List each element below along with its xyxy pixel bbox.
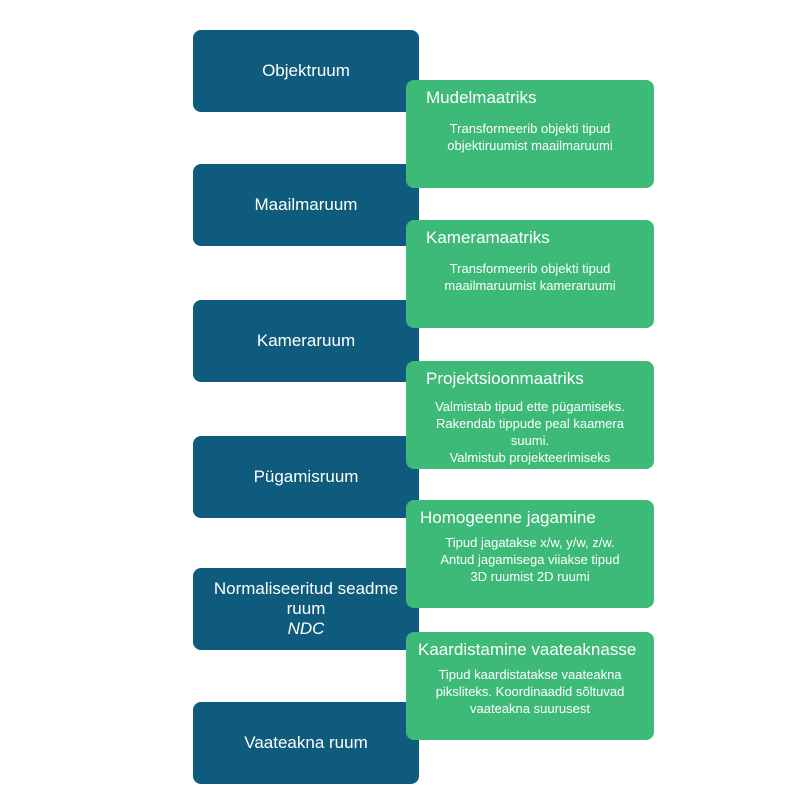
transform-box-homogeneous-divide: Homogeenne jagamine Tipud jagatakse x/w,… (406, 500, 654, 608)
transform-description: Tipud kaardistatakse vaateakna pikslitek… (435, 667, 625, 716)
space-box-world: Maailmaruum (193, 164, 419, 246)
transform-title: Projektsioonmaatriks (426, 369, 584, 388)
space-label: Normaliseeritud seadme ruum (213, 579, 399, 618)
transform-description: Tipud jagatakse x/w, y/w, z/w. Antud jag… (440, 535, 620, 584)
transform-title: Homogeenne jagamine (420, 508, 596, 527)
transform-title: Mudelmaatriks (426, 88, 537, 107)
space-label: Kameraruum (256, 331, 356, 350)
transform-description: Valmistab tipud ette pügamiseks. Rakenda… (435, 399, 625, 482)
transform-box-model-matrix: Mudelmaatriks Transformeerib objekti tip… (406, 80, 654, 188)
space-box-camera: Kameraruum (193, 300, 419, 382)
space-box-ndc: Normaliseeritud seadme ruum NDC (193, 568, 419, 650)
transform-description: Transformeerib objekti tipud objektiruum… (447, 121, 613, 153)
space-label: Pügamisruum (253, 467, 359, 486)
transform-title: Kameramaatriks (426, 228, 550, 247)
transform-box-camera-matrix: Kameramaatriks Transformeerib objekti ti… (406, 220, 654, 328)
space-label: Vaateakna ruum (244, 733, 368, 752)
space-box-clip: Pügamisruum (193, 436, 419, 518)
space-box-object: Objektruum (193, 30, 419, 112)
space-box-viewport: Vaateakna ruum (193, 702, 419, 784)
space-label: Objektruum (262, 61, 350, 80)
space-sublabel: NDC (287, 619, 325, 638)
transform-box-projection-matrix: Projektsioonmaatriks Valmistab tipud ett… (406, 361, 654, 482)
transform-title: Kaardistamine vaateaknasse (418, 640, 637, 659)
transform-description: Transformeerib objekti tipud maailmaruum… (444, 261, 616, 293)
transform-box-viewport-mapping: Kaardistamine vaateaknasse Tipud kaardis… (406, 632, 654, 740)
space-label: Maailmaruum (254, 195, 358, 214)
